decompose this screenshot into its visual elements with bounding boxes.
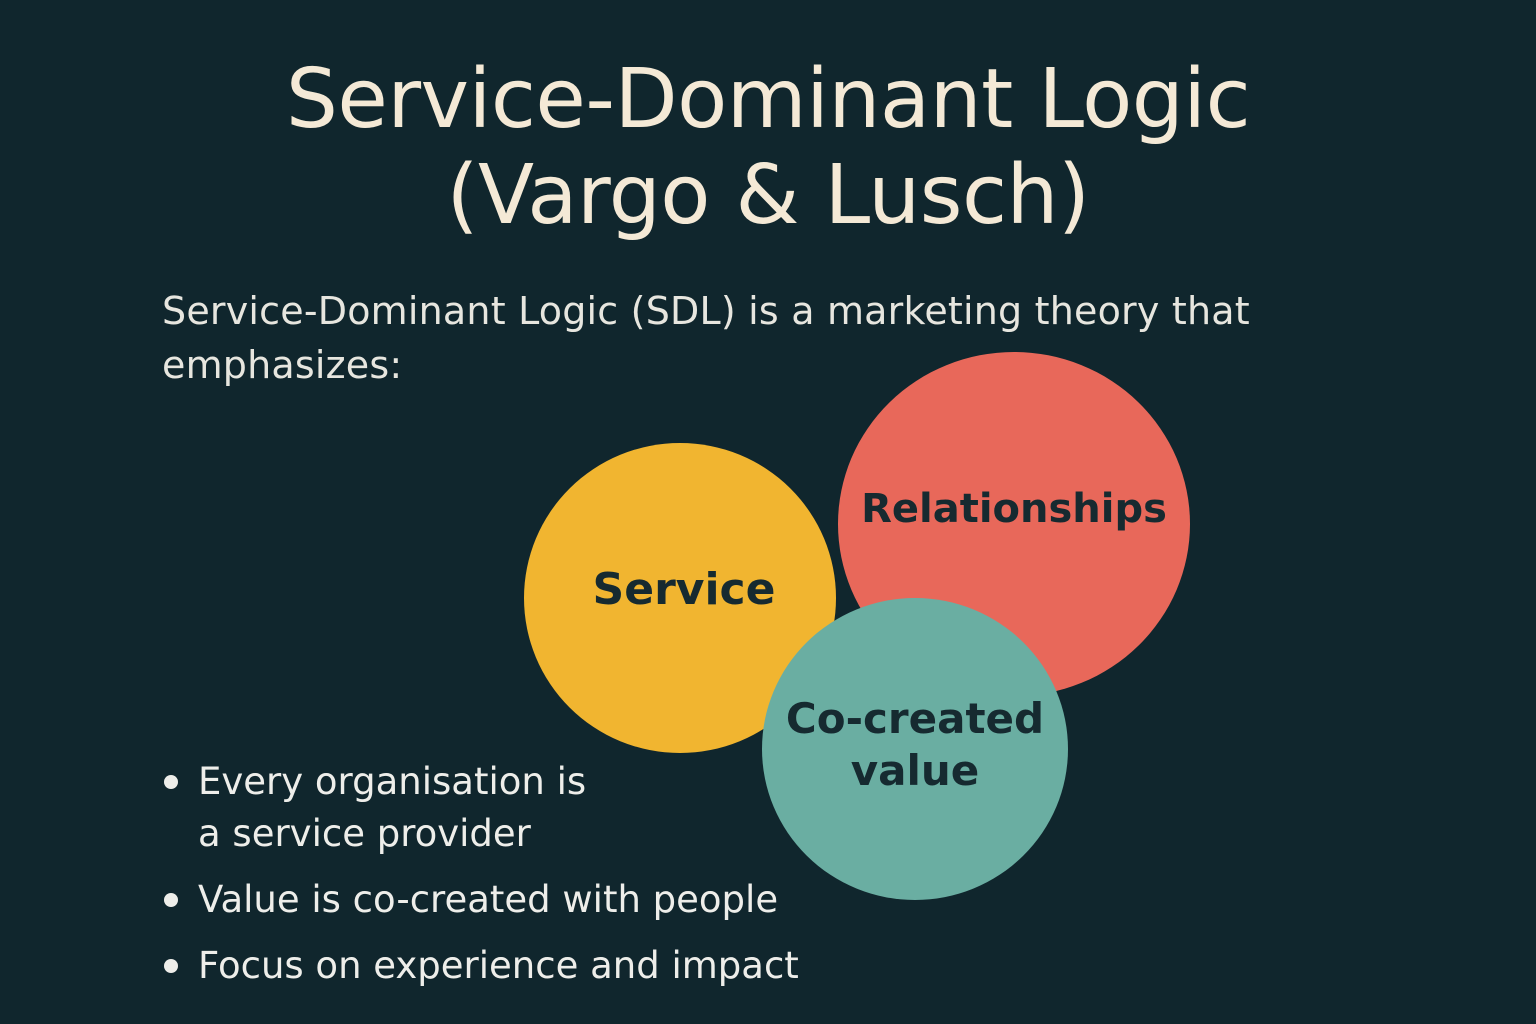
title-line-1: Service-Dominant Logic: [285, 52, 1251, 147]
bullet-list: Every organisation is a service provider…: [162, 756, 799, 1006]
bullet-text: Every organisation is a service provider: [198, 760, 587, 855]
page-title: Service-Dominant Logic (Vargo & Lusch): [0, 52, 1536, 244]
list-item: Focus on experience and impact: [162, 940, 799, 992]
intro-text: Service-Dominant Logic (SDL) is a market…: [162, 289, 1250, 387]
list-item: Value is co-created with people: [162, 874, 799, 926]
bullet-dot-icon: [164, 959, 178, 973]
bullet-text: Value is co-created with people: [198, 878, 779, 921]
co-created-value-label: Co-created value: [785, 694, 1045, 795]
co-created-value-circle: Co-created value: [762, 598, 1068, 900]
title-line-2: (Vargo & Lusch): [446, 148, 1090, 243]
bullet-dot-icon: [164, 893, 178, 907]
bullet-text: Focus on experience and impact: [198, 944, 799, 987]
list-item: Every organisation is a service provider: [162, 756, 799, 860]
relationships-label: Relationships: [861, 486, 1167, 532]
service-label: Service: [592, 563, 776, 615]
bullet-dot-icon: [164, 775, 178, 789]
